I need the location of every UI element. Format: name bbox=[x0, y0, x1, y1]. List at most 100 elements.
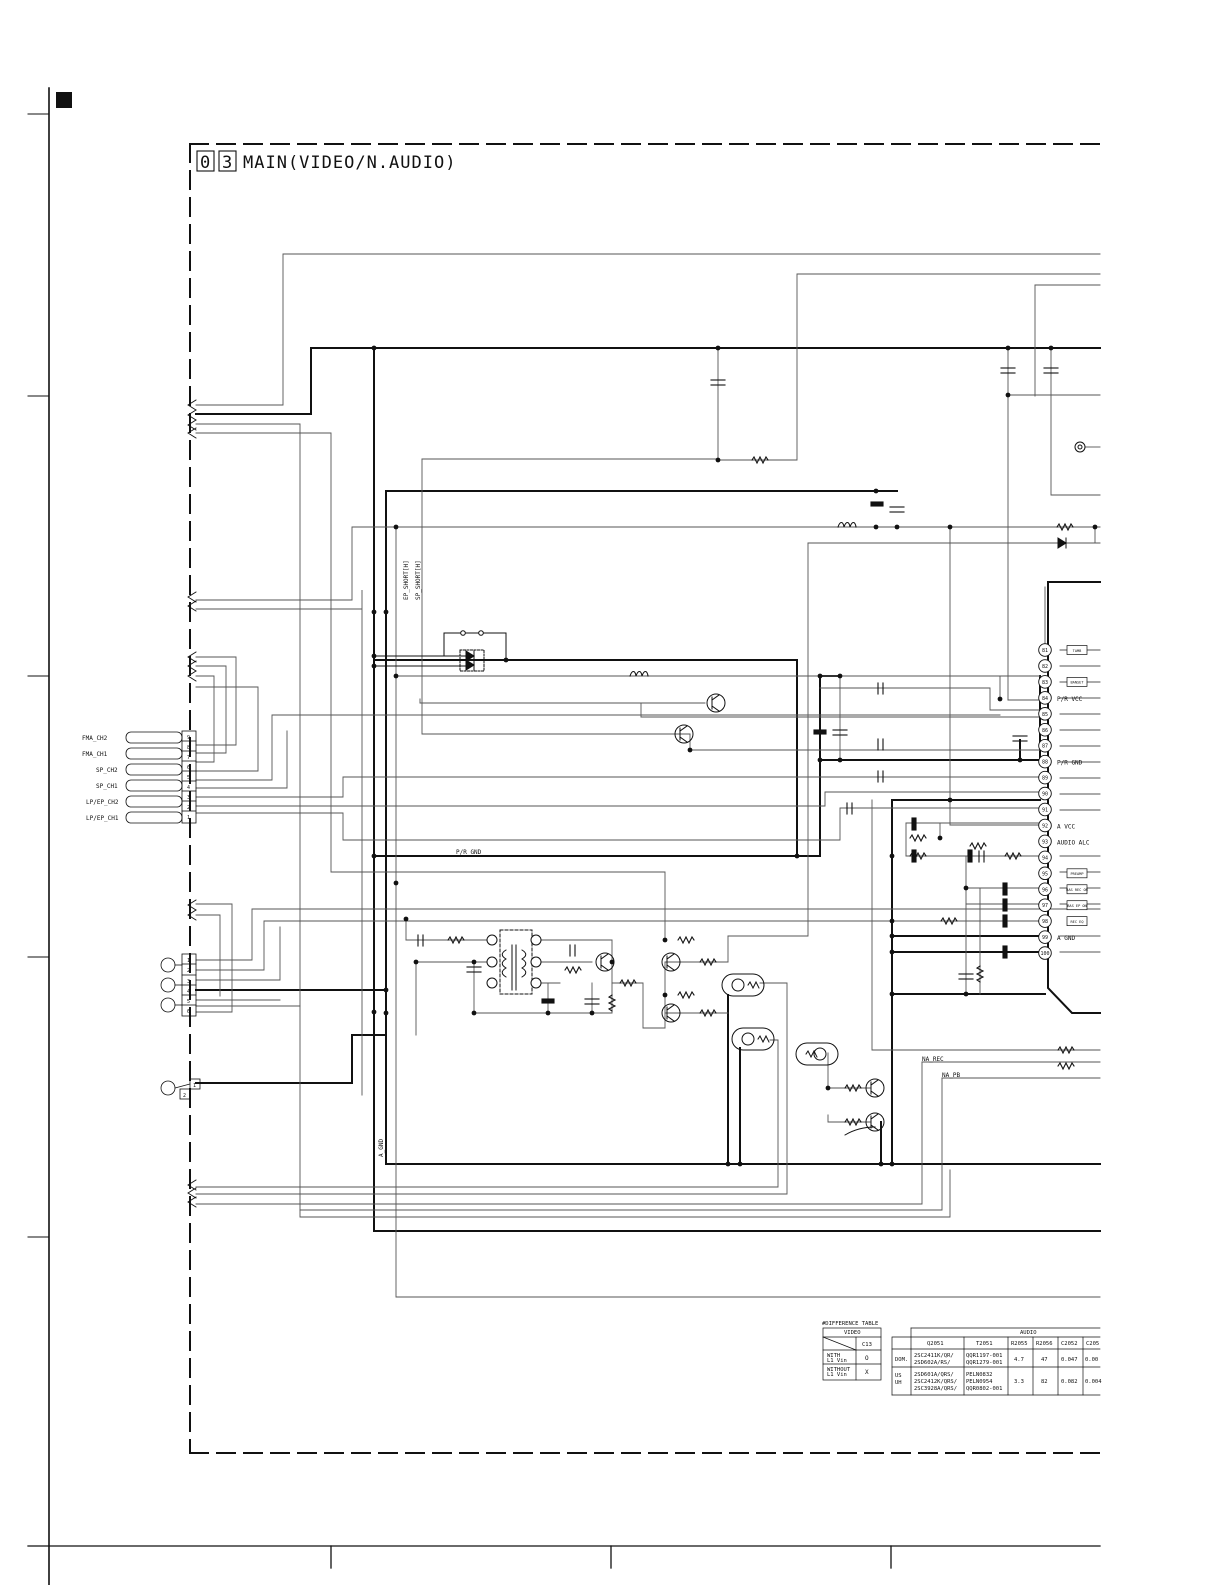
ic-pin-circle bbox=[1038, 818, 1052, 833]
diff-row2-c5x: 0.004 bbox=[1085, 1379, 1102, 1385]
ic-pin-circle bbox=[1038, 770, 1052, 785]
ic-pin-circle bbox=[1038, 754, 1052, 769]
net-labels: EP_SHORT[H] SP_SHORT[H] P/R GND A_GND NA… bbox=[378, 560, 960, 1157]
transformer bbox=[486, 929, 542, 995]
head-label-sp-ch1: SP_CH1 bbox=[96, 783, 118, 790]
diff-row2-q3: 2SC3928A/QRS/ bbox=[914, 1386, 957, 1392]
net-label-a-gnd: A_GND bbox=[378, 1139, 385, 1157]
diff-row1-region: DOM. bbox=[895, 1357, 908, 1363]
sheet-frame bbox=[27, 87, 1101, 1585]
diff-video-row1-l2: L1 Vin bbox=[827, 1358, 847, 1364]
audio-pin-6: 6 bbox=[187, 765, 190, 771]
ic-pin-number: 100 bbox=[1040, 951, 1049, 957]
ic-pin-number: 83 bbox=[1042, 680, 1048, 686]
head-label-lpep-ch2: LP/EP_CH2 bbox=[86, 799, 119, 806]
junction-dots bbox=[371, 345, 1098, 1167]
board-title-text: MAIN(VIDEO/N.AUDIO) bbox=[243, 153, 456, 173]
diff-row1-q1: 2SC2411K/QR/ bbox=[914, 1353, 954, 1359]
ic-block-label: TAMB bbox=[1073, 649, 1082, 653]
ic-pin-circle bbox=[1038, 802, 1052, 817]
ic-pin-label: AUDIO ALC bbox=[1057, 839, 1090, 846]
ic-pin-label: A VCC bbox=[1057, 823, 1075, 830]
ic-pin-number: 92 bbox=[1042, 823, 1048, 829]
video-pin-1: 1 bbox=[187, 958, 190, 964]
diff-video-row1-mark: O bbox=[865, 1355, 869, 1362]
signal-wiring bbox=[195, 253, 1101, 1298]
diff-row1-q2: 2SD602A/RS/ bbox=[914, 1360, 950, 1366]
ic-block-label: BANSET bbox=[1071, 681, 1085, 685]
video-connector bbox=[160, 953, 197, 1017]
ic-pin-number: 98 bbox=[1042, 919, 1048, 925]
head-label-fma-ch2: FMA_CH2 bbox=[82, 735, 108, 742]
diff-video-group: VIDEO bbox=[844, 1330, 861, 1336]
ic-pin-number: 91 bbox=[1042, 808, 1048, 814]
diff-row2-region: US bbox=[895, 1373, 902, 1379]
diff-row1-c5x: 0.00 bbox=[1085, 1357, 1098, 1363]
diff-row2-t2: PELN0954 bbox=[966, 1379, 993, 1385]
ic-pin-circle bbox=[1038, 914, 1052, 928]
ic-pin-number: 97 bbox=[1042, 903, 1048, 909]
audio-pin-1: 1 bbox=[187, 815, 190, 821]
diff-col-r2055: R2055 bbox=[1011, 1341, 1028, 1347]
ic-pin-circle bbox=[1038, 786, 1052, 801]
video-pin-5: 5 bbox=[187, 999, 190, 1005]
title-digit-2: 3 bbox=[222, 153, 233, 173]
diff-col-t2051: T2051 bbox=[976, 1341, 993, 1347]
ic-block-box bbox=[1066, 884, 1088, 895]
edge-arrow-markers bbox=[187, 399, 197, 1208]
diff-col-c2052: C2052 bbox=[1061, 1341, 1078, 1347]
difference-table-text: #DIFFERENCE TABLE VIDEO C13 WITH L1 Vin … bbox=[822, 1321, 1102, 1392]
ic-pin-label: A GND bbox=[1057, 935, 1075, 942]
diff-row1-c52: 0.047 bbox=[1061, 1357, 1078, 1363]
diff-video-row1-l1: WITH bbox=[827, 1353, 840, 1359]
ic-pin-number: 90 bbox=[1042, 792, 1048, 798]
ic-pin-circle bbox=[1038, 850, 1052, 865]
lower-connector bbox=[160, 1078, 201, 1100]
ic-pin-circle bbox=[1038, 930, 1052, 944]
ic-block-box bbox=[1066, 916, 1088, 927]
diff-row2-t1: PELN0832 bbox=[966, 1372, 993, 1378]
passive-components bbox=[417, 367, 1075, 1127]
ic-pin-number: 86 bbox=[1042, 728, 1048, 734]
ic-pin-number: 87 bbox=[1042, 744, 1048, 750]
ic-pin-number: 84 bbox=[1042, 696, 1048, 702]
transistors bbox=[595, 693, 885, 1136]
diff-row2-t3: QQR0802-001 bbox=[966, 1386, 1002, 1392]
ic-pin-circle bbox=[1038, 675, 1052, 689]
audio-pin-4: 4 bbox=[187, 785, 190, 791]
power-buses bbox=[195, 347, 1101, 1232]
net-label-pr-gnd: P/R GND bbox=[456, 849, 482, 856]
diff-video-col: C13 bbox=[862, 1342, 872, 1348]
audio-pin-3: 3 bbox=[187, 795, 190, 801]
ic-pin-number: 88 bbox=[1042, 760, 1048, 766]
ic-pin-circle bbox=[1038, 834, 1052, 849]
diff-video-row2-l1: WITHOUT bbox=[827, 1367, 851, 1373]
diff-row2-region2: UH bbox=[895, 1380, 902, 1386]
title-digit-1: 0 bbox=[200, 153, 211, 173]
difference-table bbox=[822, 1327, 1101, 1396]
head-label-sp-ch2: SP_CH2 bbox=[96, 767, 118, 774]
lower-pin-1: 1 bbox=[193, 1083, 196, 1089]
ic-pin-circle bbox=[1038, 946, 1052, 960]
diff-row2-q1: 2SD601A/QRS/ bbox=[914, 1372, 954, 1378]
ic-pin-circle bbox=[1038, 866, 1052, 881]
board-title: 0 3 MAIN(VIDEO/N.AUDIO) bbox=[196, 150, 456, 173]
audio-pin-2: 2 bbox=[187, 805, 190, 811]
audio-pin-8: 8 bbox=[187, 745, 190, 751]
ic-block-label: PREAMP bbox=[1071, 872, 1084, 876]
ic-block-label: BAS REC ON bbox=[1066, 888, 1088, 892]
diff-table-title: #DIFFERENCE TABLE bbox=[822, 1321, 878, 1327]
section-marker-square bbox=[56, 92, 72, 108]
ic-pin-circle bbox=[1038, 659, 1052, 673]
video-pin-6: 6 bbox=[187, 1009, 190, 1015]
ic-pin-number: 93 bbox=[1042, 839, 1048, 845]
ic-block-box bbox=[1066, 677, 1088, 687]
board-outline bbox=[189, 143, 1101, 1454]
net-label-ep-short: EP_SHORT[H] bbox=[403, 560, 410, 600]
video-connector-pins: 1 2 3 4 5 6 bbox=[187, 958, 190, 1015]
ic-block-box bbox=[1066, 868, 1088, 879]
diff-video-row2-mark: X bbox=[865, 1369, 869, 1376]
diff-col-c205x: C205 bbox=[1086, 1341, 1099, 1347]
ic-pin-circle bbox=[1038, 882, 1052, 897]
diff-col-q2051: Q2051 bbox=[927, 1341, 944, 1347]
